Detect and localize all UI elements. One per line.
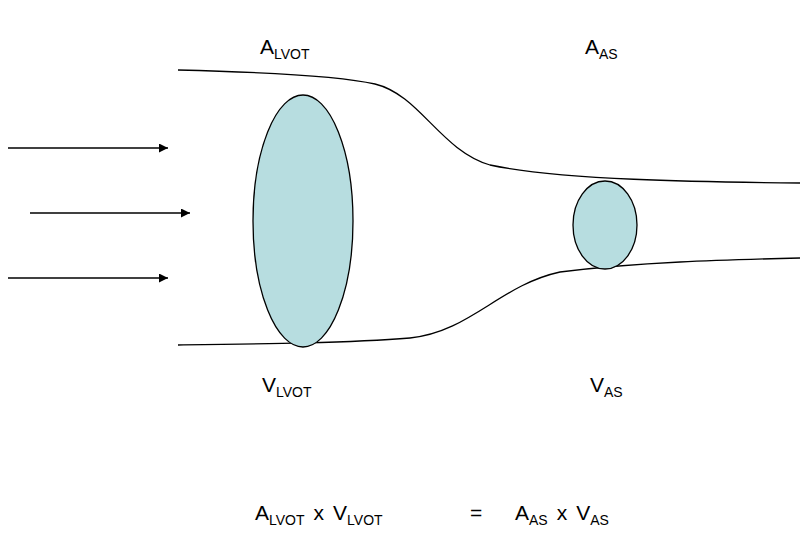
formula-label: VLVOT [262, 372, 312, 405]
subscript: LVOT [276, 384, 312, 400]
flow-arrow [8, 147, 168, 148]
symbol: = [470, 501, 482, 524]
symbol: A [585, 35, 599, 58]
subscript: AS [599, 46, 618, 62]
symbol: A [515, 501, 529, 524]
formula-label: VAS [590, 372, 623, 405]
lvot-area [253, 95, 353, 347]
flow-arrow [30, 212, 190, 213]
subscript: LVOT [347, 512, 383, 528]
symbol: V [576, 501, 590, 524]
valve-area [573, 181, 637, 269]
flow-arrow [8, 277, 168, 278]
subscript: LVOT [274, 46, 310, 62]
symbol: A [260, 35, 274, 58]
formula-label: AASxVAS [515, 500, 609, 533]
formula-label: = [470, 500, 482, 526]
symbol: V [333, 501, 347, 524]
subscript: AS [590, 512, 609, 528]
operator: x [314, 501, 325, 524]
formula-label: AAS [585, 34, 618, 67]
subscript: LVOT [269, 512, 305, 528]
symbol: V [590, 373, 604, 396]
subscript: AS [529, 512, 548, 528]
formula-label: ALVOT [260, 34, 310, 67]
symbol: V [262, 373, 276, 396]
symbol: A [255, 501, 269, 524]
operator: x [557, 501, 568, 524]
formula-label: ALVOTxVLVOT [255, 500, 383, 533]
subscript: AS [604, 384, 623, 400]
